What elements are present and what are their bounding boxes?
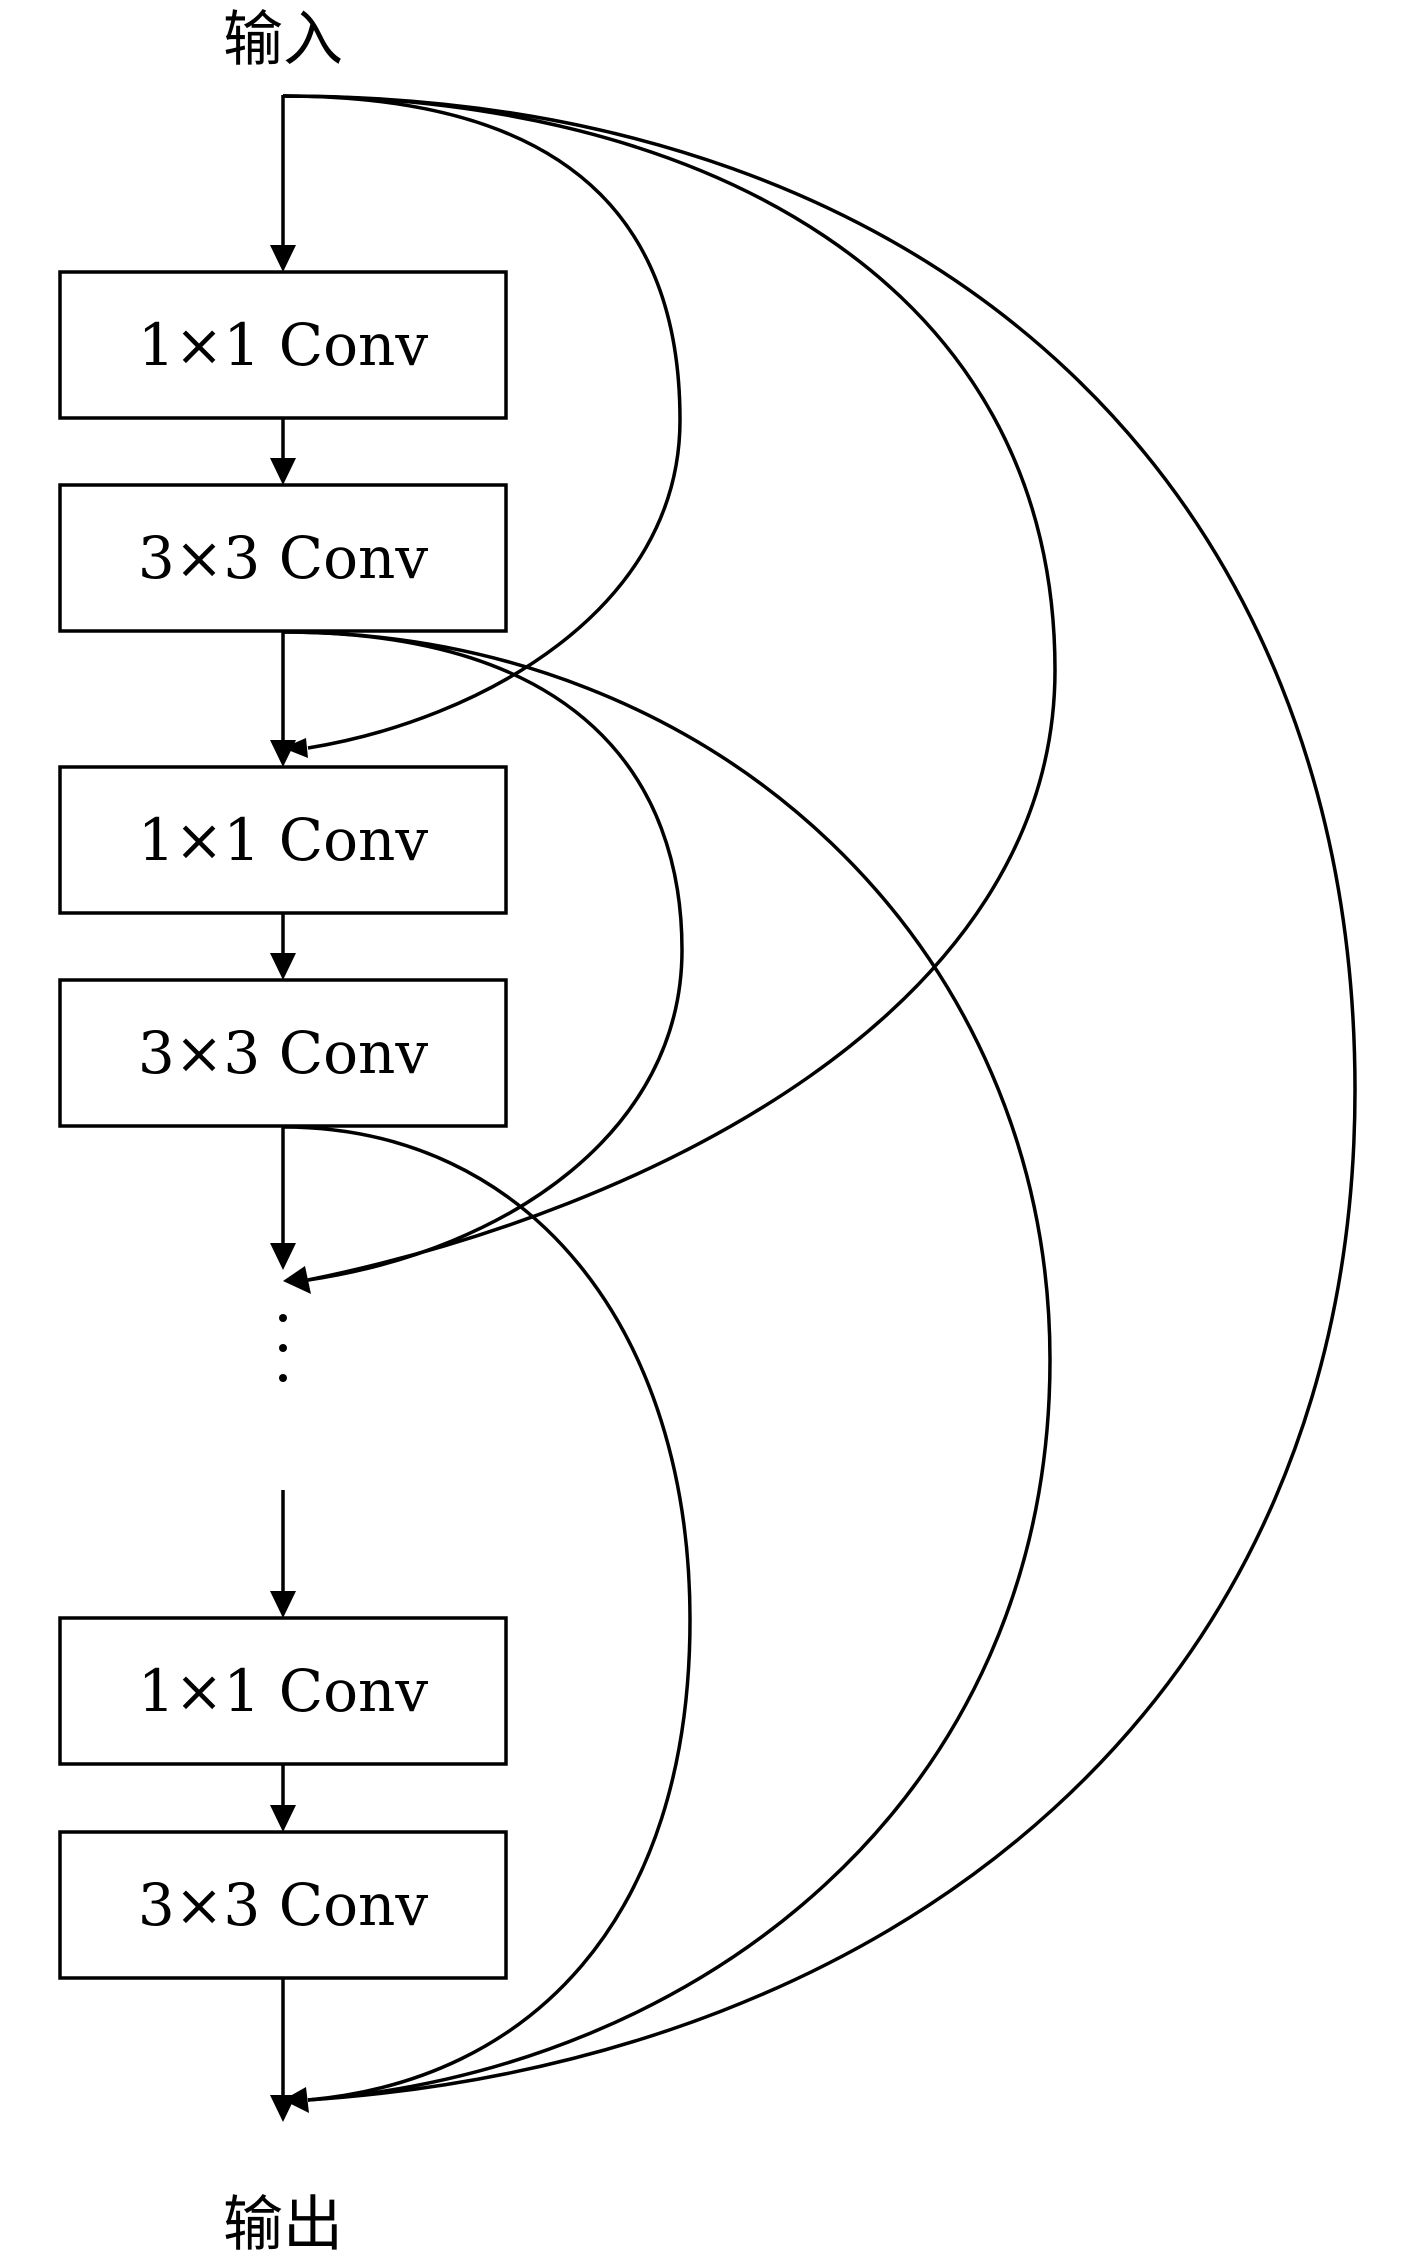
skip-block4-to-output [282, 1125, 692, 2102]
conv-block-6: 3×3 Conv [58, 1830, 508, 1980]
arrowhead-block1-to-block2 [270, 458, 296, 485]
skip-connections [282, 94, 1357, 2102]
conv-block-2-label: 3×3 Conv [138, 524, 428, 592]
vertical-ellipsis [279, 1314, 287, 1382]
conv-block-5: 1×1 Conv [58, 1616, 508, 1766]
conv-block-4: 3×3 Conv [58, 978, 508, 1128]
skip-block2-to-output [282, 630, 1052, 2102]
skip-input-to-output [282, 94, 1357, 2102]
input-label: 输入 [223, 5, 343, 75]
merge-arrowheads [283, 738, 311, 2113]
arrowhead-block3-to-block4 [270, 953, 296, 980]
conv-block-3-label: 1×1 Conv [138, 806, 428, 874]
arrowhead-input-to-block1 [270, 245, 296, 272]
conv-block-4-label: 3×3 Conv [138, 1019, 428, 1087]
conv-block-1-label: 1×1 Conv [138, 311, 428, 379]
merge-arrowhead-block3 [283, 738, 308, 758]
arrowhead-block4-to-ellipsis [270, 1243, 296, 1270]
skip-input-to-mid [282, 94, 1057, 1282]
conv-block-3: 1×1 Conv [58, 765, 508, 915]
merge-arrowhead-mid [283, 1266, 311, 1294]
conv-block-6-label: 3×3 Conv [138, 1871, 428, 1939]
conv-block-2: 3×3 Conv [58, 483, 508, 633]
arrowhead-block5-to-block6 [270, 1805, 296, 1832]
conv-block-1: 1×1 Conv [58, 270, 508, 420]
output-label: 输出 [223, 2190, 343, 2254]
merge-arrowhead-output [283, 2087, 309, 2113]
main-path-arrows [270, 95, 296, 2122]
skip-input-to-block3 [282, 94, 682, 750]
arrowhead-ellipsis-to-block5 [270, 1591, 296, 1618]
skip-block2-to-mid [282, 630, 684, 1282]
conv-block-5-label: 1×1 Conv [138, 1657, 428, 1725]
